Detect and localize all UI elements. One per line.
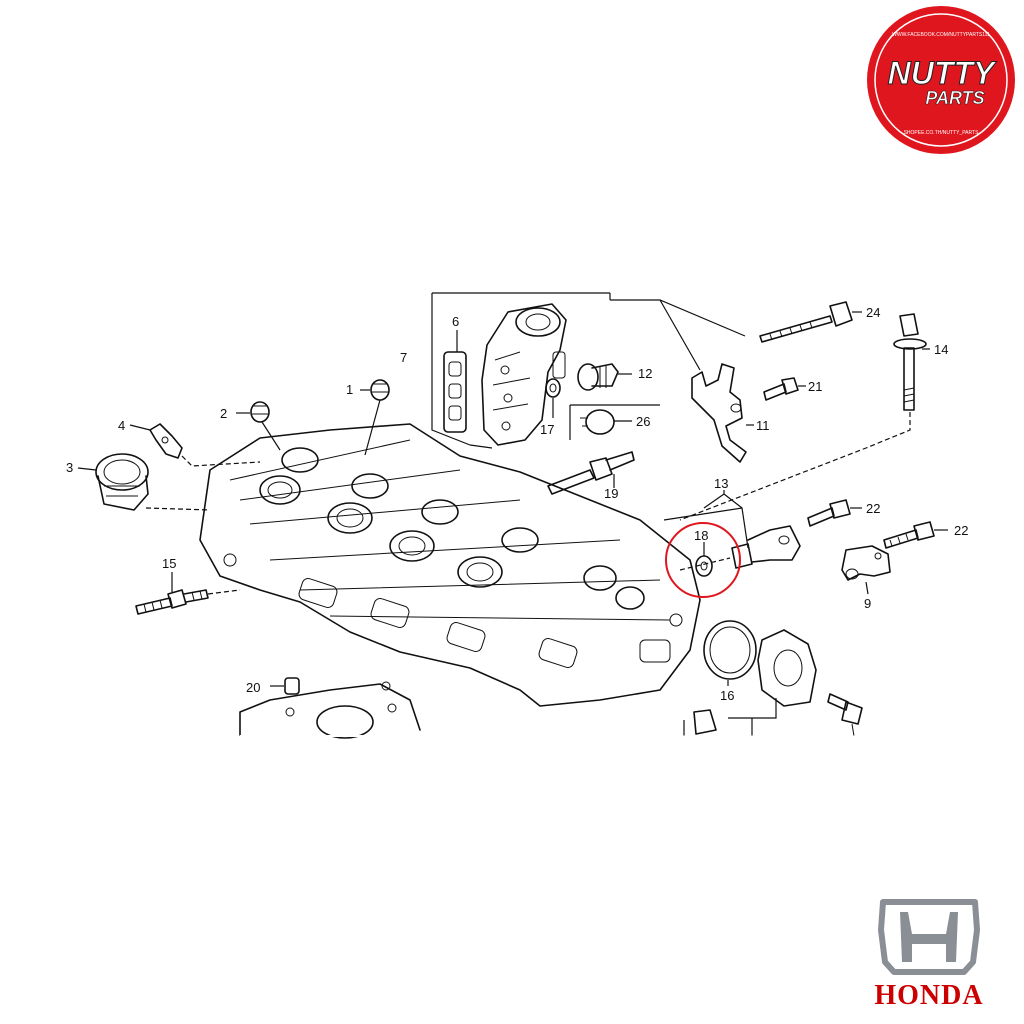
- nutty-parts-badge[interactable]: NUTTY PARTS WWW.FACEBOOK.COM/NUTTYPARTS1…: [867, 6, 1015, 154]
- bracket-part-11: [691, 363, 754, 463]
- spool-valve-assembly-group: [431, 292, 660, 495]
- callout-17: 17: [540, 422, 554, 437]
- callout-2: 2: [220, 406, 227, 421]
- upper-right-parts: [610, 299, 930, 521]
- spool-valve-part: [481, 303, 567, 446]
- callout-1: 1: [346, 382, 353, 397]
- honda-h-emblem-icon: [878, 899, 980, 975]
- callout-3: 3: [66, 460, 73, 475]
- callout-19: 19: [604, 486, 618, 501]
- bolt-part-bottom: [827, 693, 863, 737]
- housing-part-3: [77, 453, 211, 511]
- oring-part-18: [695, 542, 713, 577]
- callout-20: 20: [246, 680, 260, 695]
- water-outlet-part: [728, 629, 817, 736]
- callout-13: 13: [714, 476, 728, 491]
- callout-21: 21: [808, 379, 822, 394]
- fitting-part-9: [841, 545, 891, 595]
- callout-18: 18: [694, 528, 708, 543]
- washer-part-17: [545, 378, 561, 418]
- stud-bolt-part-19: [547, 451, 635, 495]
- dowel-part-20: [270, 677, 300, 695]
- callout-22-upper: 22: [866, 501, 880, 516]
- cylinder-head: [199, 423, 701, 739]
- bolt-part-14: [893, 313, 930, 411]
- right-parts: [600, 490, 948, 739]
- callout-7: 7: [400, 350, 407, 365]
- callout-4: 4: [118, 418, 125, 433]
- callout-26: 26: [636, 414, 650, 429]
- cap-part-1: [360, 379, 390, 456]
- callout-14: 14: [934, 342, 948, 357]
- honda-wordmark: HONDA: [874, 980, 983, 1011]
- gasket-part-6: [443, 330, 467, 433]
- callout-22-lower: 22: [954, 523, 968, 538]
- bolt-part-21: [763, 377, 806, 401]
- oil-pressure-switch-part-12: [577, 363, 632, 391]
- stud-part-15: [135, 572, 241, 615]
- badge-ring-bottom: SHOPEE.CO.TH/NUTTY_PARTS: [904, 130, 979, 136]
- callout-15: 15: [162, 556, 176, 571]
- bolt-part-22-upper: [807, 499, 862, 527]
- honda-logo: HONDA: [874, 899, 983, 1011]
- badge-ring-top: WWW.FACEBOOK.COM/NUTTYPARTS111: [892, 32, 990, 38]
- bolt-part-22-lower: [883, 521, 948, 549]
- callout-16: 16: [720, 688, 734, 703]
- callout-24: 24: [866, 305, 880, 320]
- callout-12: 12: [638, 366, 652, 381]
- callout-11: 11: [756, 418, 770, 433]
- highlight-circle: [665, 522, 741, 598]
- callout-9: 9: [864, 596, 871, 611]
- callout-6: 6: [452, 314, 459, 329]
- left-parts: [77, 379, 390, 695]
- bolt-part-24: [759, 301, 862, 343]
- plug-part-26: [580, 409, 632, 435]
- cap-part-2: [236, 401, 281, 451]
- badge-title: NUTTY: [888, 55, 997, 91]
- badge-subtitle: PARTS: [925, 88, 984, 108]
- sensor-part-4: [129, 423, 261, 467]
- oring-part-16: [703, 620, 757, 686]
- callout-labels: 1 2 3 4 6 7 9 11 12 13 14 15 16 17 18 19…: [66, 305, 968, 703]
